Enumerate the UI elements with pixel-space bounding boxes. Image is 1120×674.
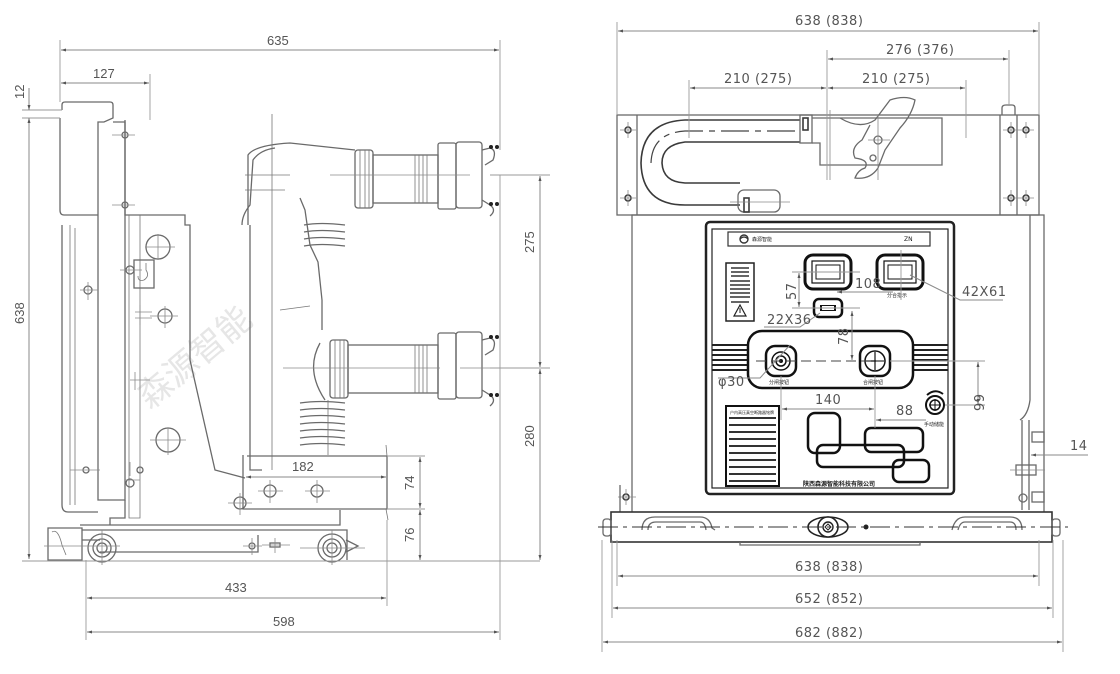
- dim-682-882: 682 (882): [795, 626, 863, 641]
- dim-57: 57: [785, 282, 800, 300]
- front-panel: 森源智能 ZN 分合指示: [704, 220, 956, 496]
- contact-arm: [799, 96, 943, 180]
- dim-182: 182: [292, 459, 314, 474]
- dim-88: 88: [896, 404, 914, 419]
- indicator-label: 分合指示: [887, 292, 907, 299]
- frame-bolts: [620, 122, 1034, 206]
- dim-14: 14: [1070, 439, 1088, 454]
- lower-terminal: [283, 331, 540, 407]
- frame-plate: [124, 120, 246, 479]
- side-dimension-labels: 635 127 12 638 275 280 182 74 76 433 598: [12, 33, 537, 629]
- lower-bellows-spring: [299, 400, 346, 455]
- rail-handle-right: [951, 516, 1023, 531]
- svg-text:森源智能: 森源智能: [130, 299, 260, 417]
- dim-635: 635: [267, 33, 289, 48]
- dim-433: 433: [225, 580, 247, 595]
- dim-42x61: 42X61: [962, 285, 1007, 300]
- dim-275: 275: [522, 231, 537, 253]
- front-view: 森源智能 ZN 分合指示: [598, 14, 1088, 652]
- dim-22x36: 22X36: [767, 313, 812, 328]
- model-tag: ZN: [904, 236, 913, 243]
- side-dimension-lines: [22, 40, 550, 640]
- watermark-left: 森源智能: [130, 299, 260, 417]
- warning-triangle-icon: [732, 303, 748, 317]
- company-name: 陕西森源智能科技有限公司: [803, 480, 875, 488]
- dim-210-275-left: 210 (275): [724, 72, 792, 87]
- dim-276-376: 276 (376): [886, 43, 954, 58]
- dim-76: 76: [402, 528, 417, 542]
- front-cover: [59, 118, 98, 216]
- rotate-arrow-icon: [926, 390, 944, 396]
- lifting-hook-icon: [133, 259, 155, 289]
- dim-66: 66: [970, 394, 985, 412]
- u-shaped-conductor: [640, 119, 800, 213]
- upper-terminal: [330, 141, 540, 217]
- dim-78: 78: [837, 327, 852, 345]
- mechanism-schematic: [806, 411, 931, 484]
- svg-text:手动储能: 手动储能: [924, 421, 944, 428]
- dim-phi30: φ30: [718, 375, 745, 390]
- close-button-label: 合闸按钮: [863, 379, 883, 386]
- front-handle: [61, 101, 126, 501]
- warning-label: [725, 262, 755, 322]
- mounting-bracket: [228, 444, 389, 521]
- front-dimension-lines: [601, 22, 1088, 652]
- side-view: 635 127 12 638 275 280 182 74 76 433 598: [12, 33, 550, 640]
- manual-charge-hole: 手动储能: [924, 390, 945, 428]
- base-rail: [598, 511, 1068, 546]
- dim-140: 140: [815, 393, 841, 408]
- dim-598: 598: [273, 614, 295, 629]
- upper-bellows-spring: [303, 222, 346, 247]
- dim-638-838-top: 638 (838): [795, 14, 863, 29]
- svg-text:户内高压真空断路器铭牌: 户内高压真空断路器铭牌: [730, 409, 774, 415]
- nameplate: 户内高压真空断路器铭牌: [725, 405, 780, 487]
- left-side-detail: [618, 485, 636, 515]
- dim-652-852: 652 (852): [795, 592, 863, 607]
- dim-127: 127: [93, 66, 115, 81]
- terminal-bolts: [489, 145, 499, 397]
- chassis: [44, 510, 365, 565]
- brand-logo-icon: [739, 234, 749, 244]
- side-interlock: [1010, 420, 1045, 510]
- dim-74: 74: [402, 476, 417, 490]
- indicator-window-right: [875, 253, 925, 291]
- pole-housing: [247, 142, 356, 225]
- front-dimension-labels: 638 (838) 276 (376) 210 (275) 210 (275) …: [718, 14, 1088, 641]
- dim-108: 108: [855, 277, 881, 292]
- rail-handle-left: [641, 516, 716, 531]
- dim-280: 280: [522, 425, 537, 447]
- dim-638-838-base: 638 (838): [795, 560, 863, 575]
- brand-text: 森源智能: [752, 236, 772, 243]
- open-button-label: 分闸按钮: [769, 379, 789, 386]
- dim-210-275-right: 210 (275): [862, 72, 930, 87]
- dim-12: 12: [12, 85, 27, 99]
- dim-638: 638: [12, 302, 27, 324]
